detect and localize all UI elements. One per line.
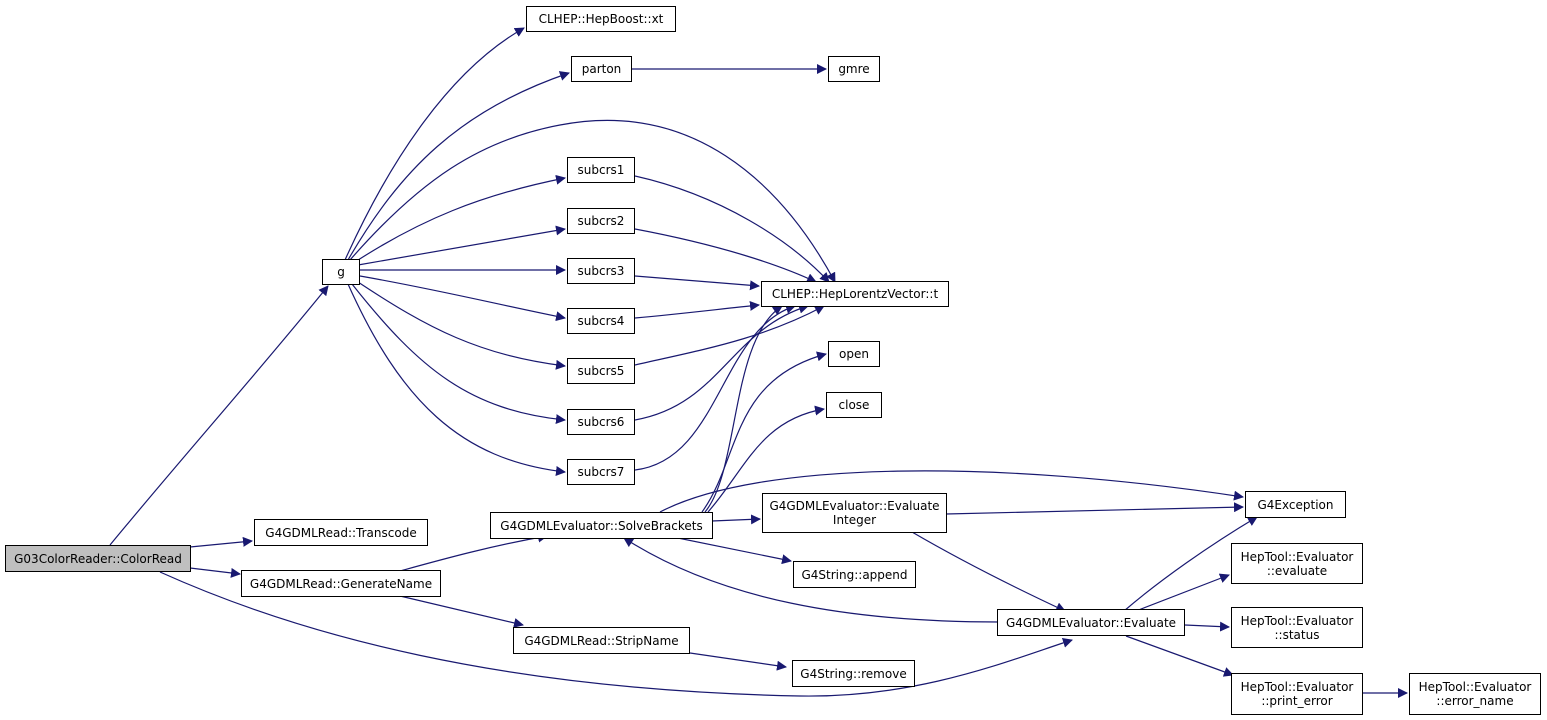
node-label-line1: HepTool::Evaluator [1240, 680, 1354, 694]
edge-evaluate-g4exception [1123, 516, 1258, 612]
edge-stripname-remove [689, 652, 787, 671]
node-label: open [839, 347, 869, 361]
edge-evalint-evaluate [911, 531, 1066, 612]
edge-evaluate-sb [623, 537, 1000, 623]
node-label-line2: Integer [832, 513, 877, 527]
node-label: close [838, 398, 870, 412]
edge-evaluate-ht-evaluate [1135, 573, 1230, 612]
node-label: G4Exception [1257, 497, 1334, 512]
node-label-line2: ::evaluate [1266, 563, 1328, 578]
edge-subcrs7-hlvt [634, 303, 796, 471]
node-heptool-evaluator-evaluate[interactable]: HepTool::Evaluator ::evaluate [1231, 543, 1363, 584]
edge-sb-close [707, 405, 825, 513]
node-label: subcrs2 [577, 214, 625, 228]
node-g[interactable]: g [322, 259, 360, 285]
node-label: subcrs1 [577, 163, 625, 177]
node-label: subcrs3 [577, 264, 625, 278]
node-label: G4GDMLRead::GenerateName [249, 576, 433, 591]
node-open[interactable]: open [828, 341, 880, 367]
edge-subcrs5-hlvt [634, 305, 825, 366]
node-close[interactable]: close [826, 392, 882, 418]
node-g03colorreader-colorread[interactable]: G03ColorReader::ColorRead [5, 545, 191, 572]
edge-g-subcrs4 [359, 275, 566, 322]
node-label: G03ColorReader::ColorRead [14, 551, 182, 566]
edge-gn-sb [399, 532, 548, 572]
node-label: G4GDMLEvaluator::Evaluate [1005, 615, 1177, 630]
node-label-line2: ::error_name [1436, 694, 1514, 708]
node-label: G4String::remove [800, 666, 907, 681]
node-g4gdmlread-stripname[interactable]: G4GDMLRead::StripName [513, 627, 690, 654]
edge-subcrs6-hlvt [634, 303, 809, 421]
node-subcrs7[interactable]: subcrs7 [567, 459, 635, 485]
edge-g-hlvt [349, 119, 836, 283]
edge-g-subcrs6 [351, 283, 566, 425]
node-label: gmre [838, 62, 870, 76]
edge-g-xt [344, 27, 525, 261]
edge-root-generatename [189, 567, 241, 578]
edge-subcrs3-hlvt [634, 275, 760, 291]
node-clhep-heplorentzvector-t[interactable]: CLHEP::HepLorentzVector::t [761, 281, 949, 307]
edge-g-subcrs2 [357, 225, 566, 266]
edge-root-transcode [189, 536, 253, 548]
edge-root-g [109, 285, 329, 546]
node-g4gdmlevaluator-evaluateinteger[interactable]: G4GDMLEvaluator::Evaluate Integer [762, 493, 947, 533]
node-gmre[interactable]: gmre [828, 56, 880, 82]
node-label: CLHEP::HepLorentzVector::t [771, 287, 939, 301]
node-label: CLHEP::HepBoost::xt [538, 12, 664, 26]
node-label: subcrs7 [577, 465, 625, 479]
node-subcrs6[interactable]: subcrs6 [567, 409, 635, 435]
node-label: subcrs6 [577, 415, 625, 429]
node-heptool-evaluator-print-error[interactable]: HepTool::Evaluator ::print_error [1231, 673, 1363, 715]
node-label-line2: ::print_error [1261, 694, 1333, 708]
node-label: g [337, 265, 345, 279]
node-subcrs1[interactable]: subcrs1 [567, 157, 635, 183]
node-g4gdmlread-generatename[interactable]: G4GDMLRead::GenerateName [241, 570, 441, 597]
node-label: parton [581, 62, 622, 76]
node-clhep-hepboost-xt[interactable]: CLHEP::HepBoost::xt [526, 6, 676, 32]
edge-sb-g4exception [659, 470, 1244, 513]
edge-g-subcrs1 [354, 174, 566, 263]
edge-g-parton [347, 71, 570, 261]
node-parton[interactable]: parton [571, 56, 632, 82]
node-label: G4GDMLRead::Transcode [265, 525, 417, 540]
node-subcrs4[interactable]: subcrs4 [567, 308, 635, 334]
node-subcrs2[interactable]: subcrs2 [567, 208, 635, 234]
node-label-line1: G4GDMLEvaluator::Evaluate [769, 499, 940, 513]
edge-evalint-g4exception [945, 502, 1244, 515]
edge-gn-stripname [399, 595, 524, 628]
edge-subcrs2-hlvt [634, 228, 817, 283]
edge-g-subcrs7 [347, 283, 566, 476]
edge-evaluate-ht-print-error [1125, 635, 1234, 677]
edge-g-subcrs5 [354, 279, 566, 370]
node-g4exception[interactable]: G4Exception [1245, 491, 1346, 518]
node-g4gdmlevaluator-solvebrackets[interactable]: G4GDMLEvaluator::SolveBrackets [490, 512, 713, 539]
node-label: G4GDMLEvaluator::SolveBrackets [500, 518, 703, 533]
node-g4gdmlevaluator-evaluate[interactable]: G4GDMLEvaluator::Evaluate [997, 609, 1185, 636]
node-label-line1: HepTool::Evaluator [1240, 613, 1354, 628]
edge-root-evaluate [159, 571, 1073, 697]
node-label-line1: HepTool::Evaluator [1418, 680, 1532, 694]
node-heptool-evaluator-error-name[interactable]: HepTool::Evaluator ::error_name [1409, 673, 1541, 715]
node-g4string-remove[interactable]: G4String::remove [792, 660, 915, 687]
node-heptool-evaluator-status[interactable]: HepTool::Evaluator ::status [1231, 607, 1363, 648]
edge-subcrs4-hlvt [634, 300, 760, 319]
edge-sb-open [701, 351, 827, 513]
edge-sb-append [667, 535, 792, 565]
node-subcrs5[interactable]: subcrs5 [567, 358, 635, 384]
node-label: G4GDMLRead::StripName [524, 633, 679, 648]
node-label: G4String::append [801, 567, 908, 582]
edge-evaluate-ht-status [1184, 621, 1230, 632]
node-label: subcrs5 [577, 364, 625, 378]
node-label-line1: HepTool::Evaluator [1240, 549, 1354, 564]
node-g4gdmlread-transcode[interactable]: G4GDMLRead::Transcode [254, 519, 428, 546]
node-g4string-append[interactable]: G4String::append [793, 561, 916, 588]
node-subcrs3[interactable]: subcrs3 [567, 258, 635, 284]
node-label-line2: ::status [1274, 627, 1320, 642]
edge-sb-evalint [711, 514, 761, 525]
edge-sb-hlvt [704, 305, 783, 513]
edge-subcrs1-hlvt [634, 175, 830, 283]
node-label: subcrs4 [577, 314, 625, 328]
